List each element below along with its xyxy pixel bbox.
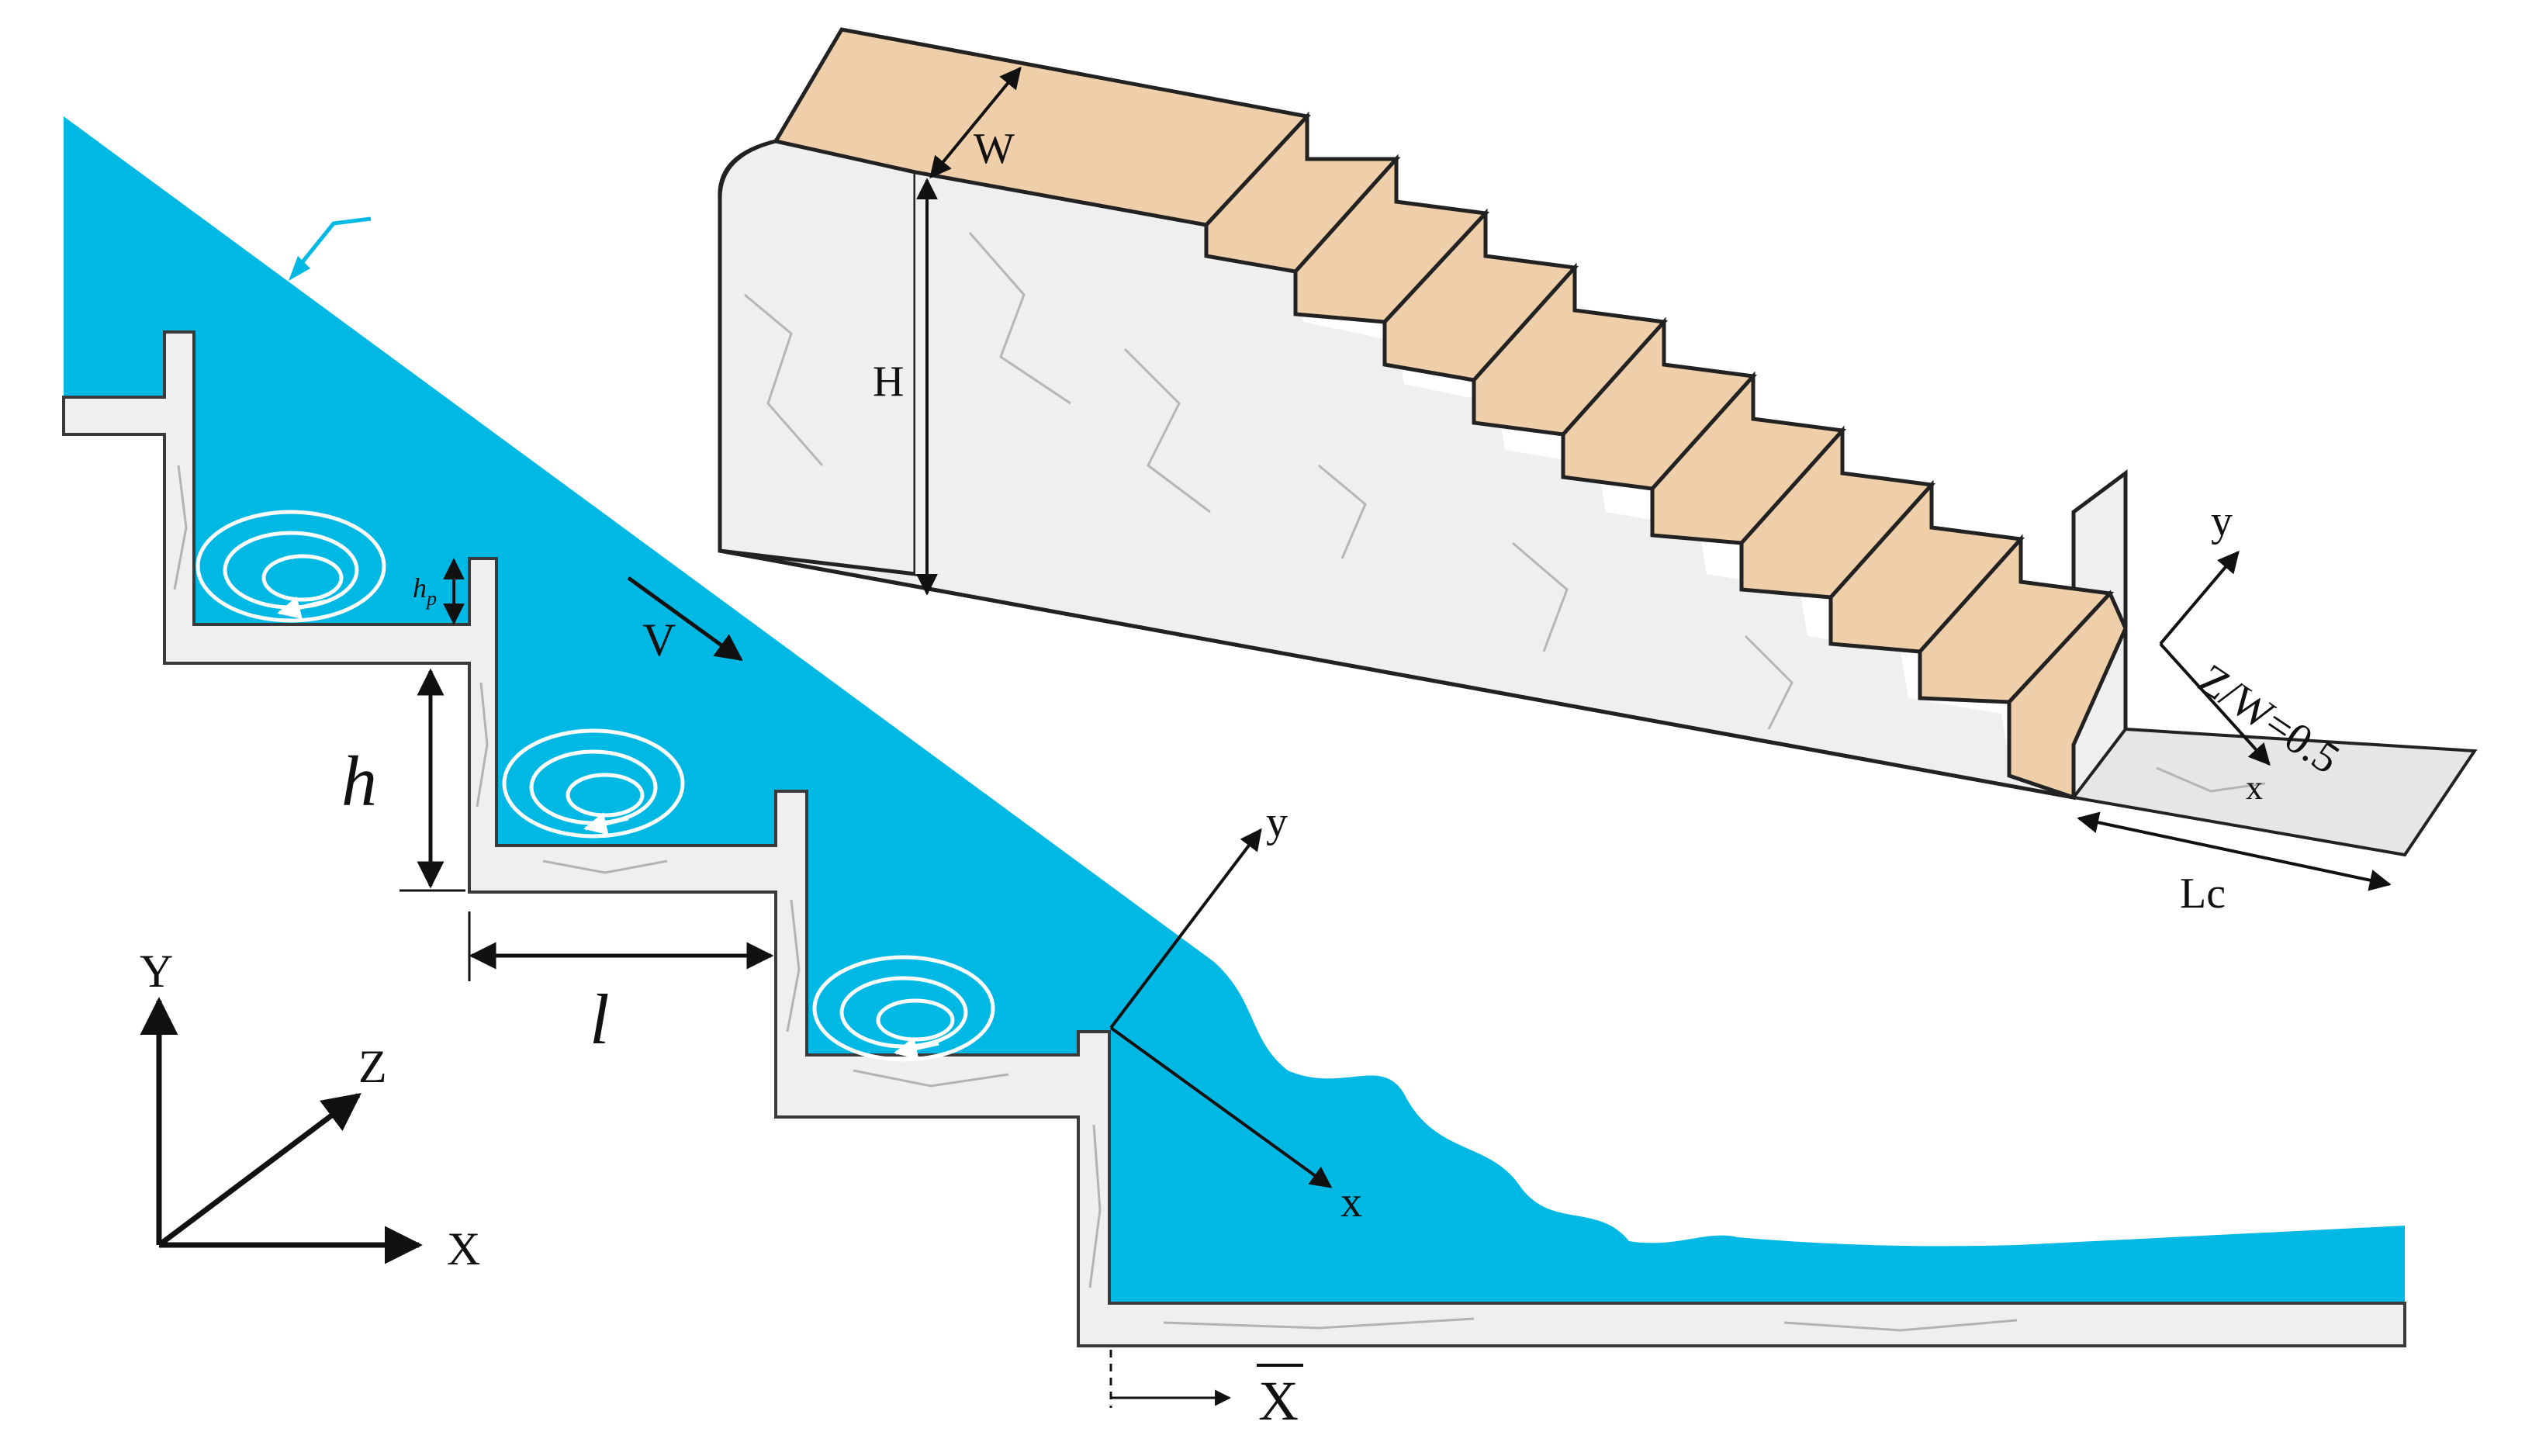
- width-dimension: [929, 66, 1022, 179]
- basin-length-label: Lc: [2180, 870, 2226, 918]
- recirculation-vortex-icon: [812, 955, 995, 1062]
- local-x-label: x: [1340, 1178, 1362, 1226]
- velocity-arrow: [627, 576, 743, 662]
- basin-length-dimension: [2077, 811, 2392, 891]
- local-x-axis: [1109, 1026, 1333, 1188]
- model-local-y-label: y: [2211, 497, 2233, 545]
- model-local-x-label: x: [2246, 769, 2263, 807]
- model-steps: [1204, 111, 2128, 801]
- model-local-x-axis: [2159, 642, 2271, 766]
- global-axes: Y X Z: [140, 946, 480, 1274]
- model-local-y-axis: [2159, 550, 2240, 645]
- local-y-label: y: [1266, 798, 1288, 846]
- local-y-axis: [1109, 828, 1262, 1029]
- step-height-label: h: [341, 742, 377, 821]
- model-marble-texture: [744, 232, 2266, 793]
- flow-surface-arrow-icon: [293, 216, 372, 273]
- distance-label: X: [1258, 1370, 1299, 1432]
- pool-height-label: hp: [413, 572, 437, 610]
- water-flow: [64, 116, 2405, 1303]
- global-z-axis: [157, 1093, 361, 1247]
- recirculation-vortex-icon: [195, 510, 386, 623]
- step-wall: [62, 330, 2406, 1347]
- width-label: W: [974, 125, 1015, 173]
- marble-texture: [173, 465, 2018, 1332]
- height-label: H: [873, 358, 904, 406]
- recirculation-vortex-icon: [502, 728, 685, 839]
- model-step-edges: [1204, 225, 2011, 776]
- global-y-label: Y: [140, 946, 173, 997]
- global-z-label: Z: [358, 1041, 387, 1092]
- step-length-label: l: [590, 980, 610, 1059]
- spillway-3d-model: W H Lc y x Z/W=0.5: [718, 27, 2478, 918]
- spillway-profile: V hp h l y x X: [62, 116, 2406, 1432]
- global-x-label: X: [447, 1223, 480, 1274]
- velocity-label: V: [642, 614, 676, 666]
